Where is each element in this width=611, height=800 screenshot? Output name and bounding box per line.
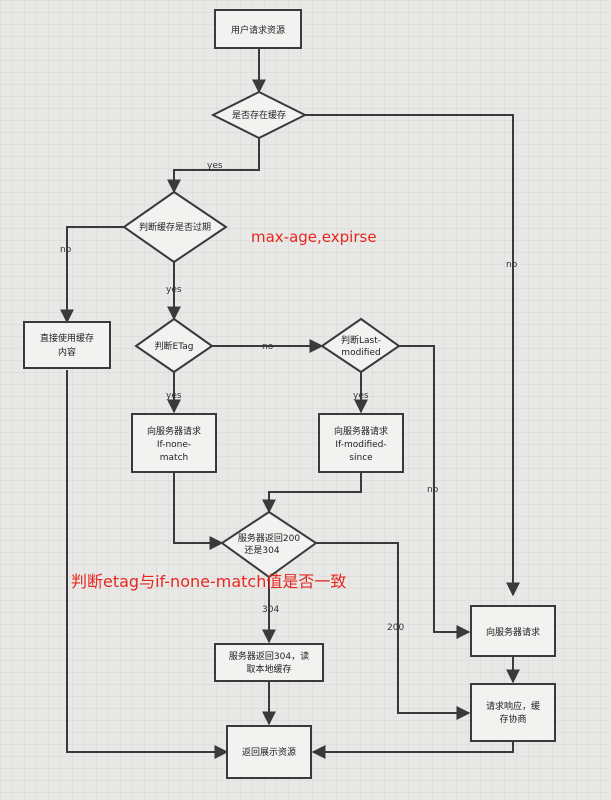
edge-label-lm-yes: yes	[353, 391, 369, 401]
node-label: 判断ETag	[155, 340, 194, 352]
edges	[60, 48, 520, 759]
node-label: 用户请求资源	[231, 24, 285, 36]
edge-cache-to-return	[66, 370, 229, 759]
edge-label-expired-no: no	[60, 245, 72, 255]
edge-cached-yes	[167, 138, 260, 194]
node-request-if-modified-since: 向服务器请求 If-modified- since	[318, 413, 404, 473]
edge-label-code-200: 200	[387, 623, 404, 633]
node-label: 判断缓存是否过期	[139, 221, 211, 233]
edge-labels: yes no no yes no yes yes no 304 200	[60, 161, 518, 633]
edge-inm-to-code	[173, 472, 224, 550]
node-label-line-2: 内容	[58, 346, 76, 358]
node-cache-expired: 判断缓存是否过期	[122, 190, 228, 264]
node-use-cache-directly: 直接使用缓存 内容	[23, 321, 111, 369]
edge-label-cached-yes: yes	[207, 161, 223, 171]
edge-label-etag-no: no	[262, 342, 274, 352]
node-return-resource: 返回展示资源	[226, 725, 312, 779]
node-request-if-none-match: 向服务器请求 If-none- match	[131, 413, 217, 473]
node-label-line-2: 存协商	[499, 713, 526, 725]
node-label-line-1: 请求响应，缓	[486, 700, 540, 712]
edge-code-200	[316, 542, 471, 720]
node-label-line-3: since	[349, 453, 373, 463]
node-label: 向服务器请求	[486, 626, 540, 638]
node-user-request: 用户请求资源	[214, 9, 302, 49]
edge-label-cached-no: no	[506, 260, 518, 270]
node-label-line-1: 向服务器请求	[147, 425, 201, 437]
node-label-line-2: 取本地缓存	[246, 663, 291, 675]
node-label-line-1: 直接使用缓存	[40, 332, 94, 344]
edge-lm-no	[399, 345, 471, 639]
edge-expired-no	[60, 226, 124, 324]
edge-label-lm-no: no	[427, 485, 439, 495]
node-label-line-2: If-none-	[157, 440, 191, 450]
node-label-line-3: match	[160, 453, 188, 463]
edge-response-to-return	[311, 741, 514, 759]
edge-label-code-304: 304	[262, 605, 279, 615]
node-response-cache-negotiation: 请求响应，缓 存协商	[470, 683, 556, 742]
node-label-line-1: 服务器返回304，读	[229, 650, 309, 662]
node-label: 返回展示资源	[242, 746, 296, 758]
node-label-line-1: 服务器返回200	[238, 532, 300, 544]
node-server-304: 服务器返回304，读 取本地缓存	[214, 643, 324, 682]
node-server-return-code: 服务器返回200 还是304	[220, 510, 318, 579]
node-label-line-2: 还是304	[244, 544, 279, 556]
node-request-server: 向服务器请求	[470, 605, 556, 657]
annotation-max-age: max-age,expirse	[251, 228, 377, 246]
node-is-cached: 是否存在缓存	[210, 90, 308, 140]
node-label-line-1: 向服务器请求	[334, 425, 388, 437]
edge-ims-to-code	[262, 472, 362, 514]
node-label-line-1: 判断Last-	[341, 334, 381, 346]
node-check-last-modified: 判断Last- modified	[320, 317, 401, 374]
edge-label-expired-yes: yes	[166, 285, 182, 295]
node-label-line-2: modified	[341, 348, 380, 358]
edge-label-etag-yes: yes	[166, 391, 182, 401]
edge-cached-no	[305, 114, 520, 597]
annotation-etag-compare: 判断etag与if-none-match值是否一致	[71, 572, 346, 591]
node-check-etag: 判断ETag	[134, 317, 214, 374]
node-label: 是否存在缓存	[232, 109, 286, 121]
node-label-line-2: If-modified-	[335, 440, 386, 450]
